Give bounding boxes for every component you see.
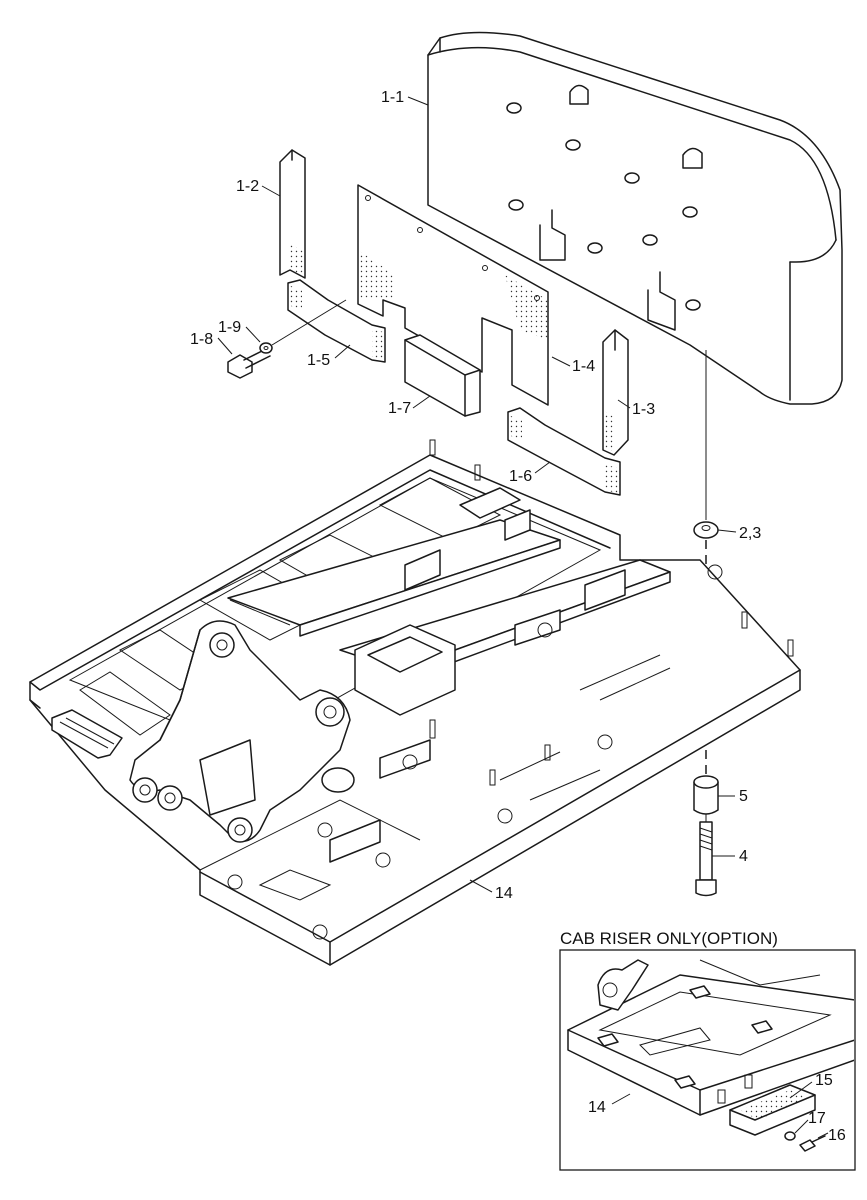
label-1-4: 1-4 [572, 358, 595, 375]
label-14: 14 [495, 885, 513, 902]
label-16: 16 [828, 1127, 846, 1144]
label-14-inset: 14 [588, 1099, 606, 1116]
counterweight-part-1-1 [427, 31, 843, 405]
label-1-7: 1-7 [388, 400, 411, 417]
label-1-5: 1-5 [307, 352, 330, 369]
label-1-2: 1-2 [236, 178, 259, 195]
label-1-1: 1-1 [381, 89, 404, 106]
label-1-9: 1-9 [218, 319, 241, 336]
label-1-6: 1-6 [509, 468, 532, 485]
label-1-8: 1-8 [190, 331, 213, 348]
counterweight-bushings [506, 84, 703, 311]
label-2-3: 2,3 [739, 525, 761, 542]
inset-frame [559, 949, 856, 1171]
plate-part-1-3 [602, 329, 629, 456]
label-4: 4 [739, 848, 748, 865]
bolt-part-4 [695, 821, 717, 897]
block-part-1-6 [507, 407, 621, 496]
plate-part-1-4 [357, 184, 549, 406]
leader-lines [217, 96, 737, 893]
washer-part-1-9 [259, 342, 273, 354]
washer-part-2-3 [693, 521, 719, 539]
block-part-1-5 [287, 279, 386, 363]
cab-riser-inset: CAB RISER ONLY(OPTION) [559, 929, 856, 1171]
main-frame-part-14 [29, 439, 801, 966]
bolt-part-1-8 [227, 347, 271, 379]
inset-title: CAB RISER ONLY(OPTION) [560, 929, 778, 948]
label-15: 15 [815, 1072, 833, 1089]
washer-part-17 [784, 1131, 796, 1141]
block-part-1-7 [404, 334, 481, 417]
label-5: 5 [739, 788, 748, 805]
label-17: 17 [808, 1110, 826, 1127]
plate-part-1-2 [279, 149, 306, 279]
bolt-part-16 [799, 1135, 826, 1152]
label-1-3: 1-3 [632, 401, 655, 418]
spacer-part-5 [693, 775, 719, 815]
callout-labels: 1-1 1-2 1-9 1-8 1-5 1-4 1-7 1-3 1-6 2,3 … [190, 89, 761, 902]
